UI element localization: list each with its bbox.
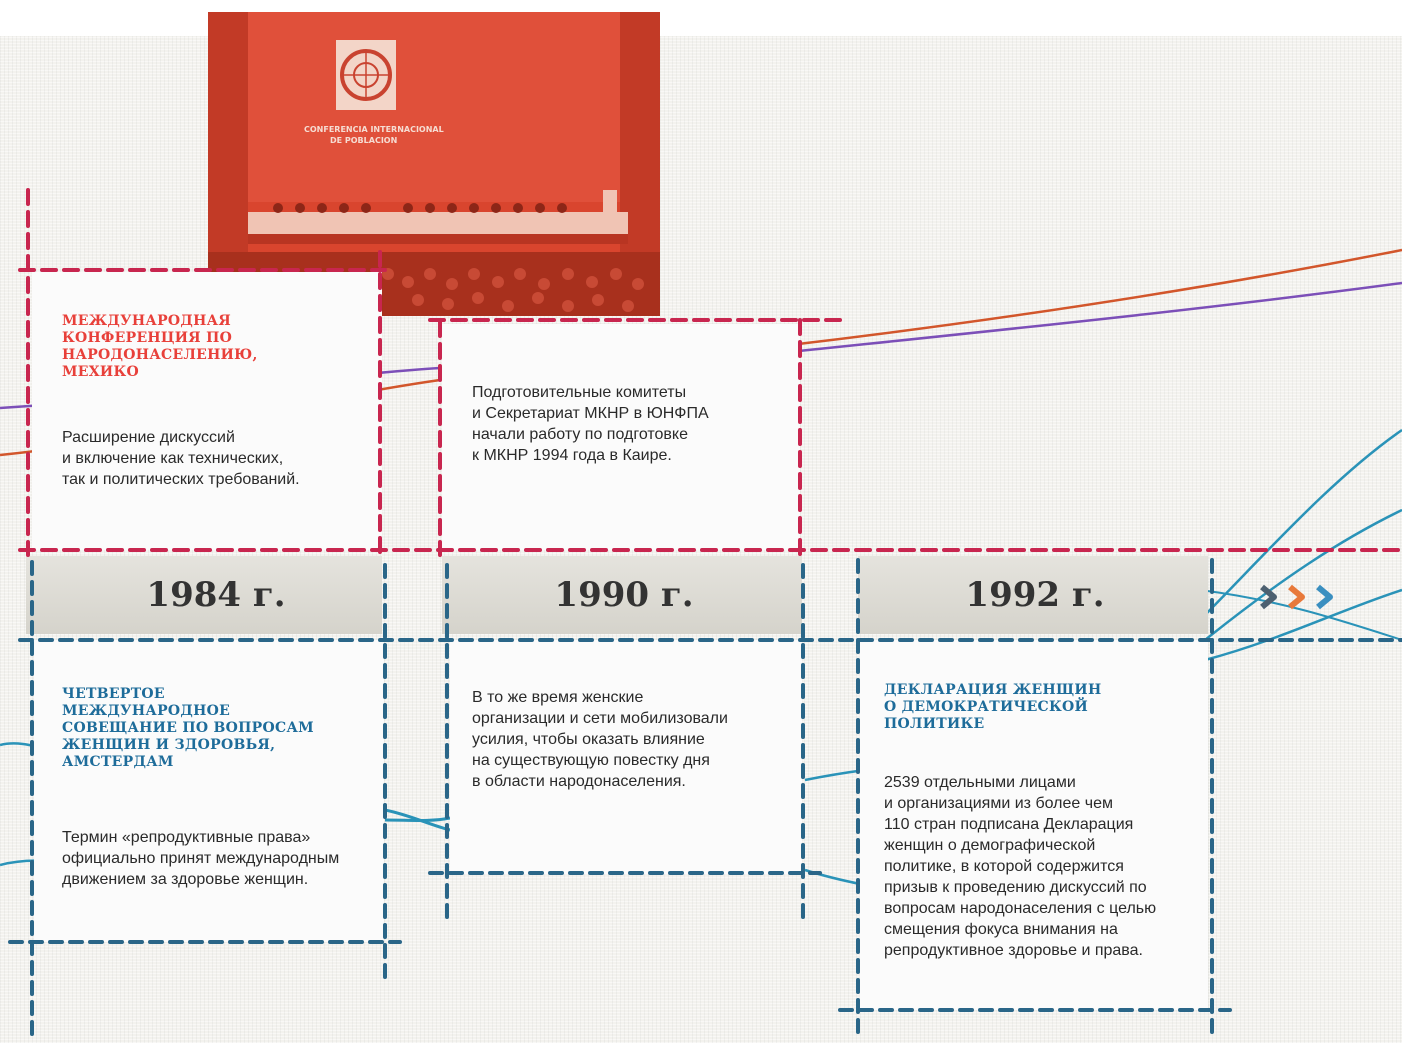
- year-band-1992: [858, 556, 1208, 634]
- card-1990-bottom: [450, 640, 802, 874]
- year-label-1984: 1984 г.: [146, 575, 286, 615]
- year-band-1990: [442, 556, 802, 634]
- card-1984-top: [32, 272, 382, 550]
- event-text-1990-bottom: В то же время женские организации и сети…: [472, 689, 728, 790]
- year-band-1984: [26, 556, 382, 634]
- card-1992-bottom: [860, 640, 1208, 1010]
- year-label-1992: 1992 г.: [965, 575, 1105, 615]
- card-1984-bottom: [34, 640, 384, 942]
- event-text-1984-bottom: Термин «репродуктивные права» официально…: [62, 829, 340, 888]
- event-title-1984-bottom: ЧЕТВЕРТОЕ МЕЖДУНАРОДНОЕ СОВЕЩАНИЕ ПО ВОП…: [62, 686, 314, 770]
- event-title-1992-bottom: ДЕКЛАРАЦИЯ ЖЕНЩИН О ДЕМОКРАТИЧЕСКОЙ ПОЛИ…: [884, 682, 1102, 732]
- year-label-1990: 1990 г.: [554, 575, 694, 615]
- event-text-1992-bottom: 2539 отдельными лицами и организациями и…: [884, 774, 1157, 959]
- event-text-1990-top: Подготовительные комитеты и Секретариат …: [472, 384, 709, 464]
- event-text-1984-top: Расширение дискуссий и включение как тех…: [62, 429, 300, 488]
- next-chevrons-icon[interactable]: [1258, 582, 1348, 612]
- event-title-1984-top: МЕЖДУНАРОДНАЯ КОНФЕРЕНЦИЯ ПО НАРОДОНАСЕЛ…: [62, 313, 258, 380]
- banner-line-2: DE POBLACION: [330, 136, 397, 145]
- card-1990-top: [442, 324, 800, 550]
- conference-photo: CONFERENCIA INTERNACIONAL DE POBLACION: [208, 12, 660, 316]
- banner-line-1: CONFERENCIA INTERNACIONAL: [304, 125, 444, 134]
